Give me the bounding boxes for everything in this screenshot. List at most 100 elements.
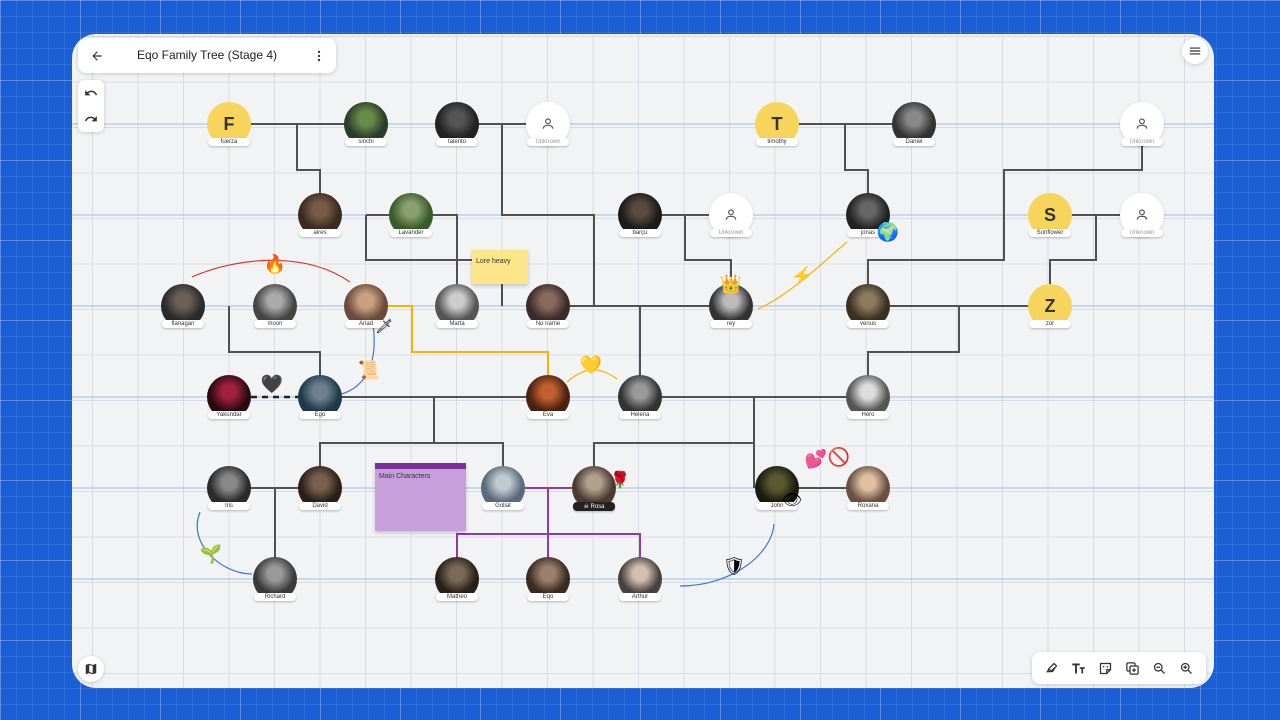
person-name-label: No name <box>527 320 569 328</box>
person-node-eva[interactable]: Eva <box>526 375 570 419</box>
person-name-label: Eva <box>527 411 569 419</box>
scroll-sticker[interactable]: 📜 <box>357 360 381 380</box>
person-name-text: Marta <box>449 321 465 327</box>
back-button[interactable] <box>84 43 110 69</box>
person-node-unk1[interactable]: Unknown <box>526 102 570 146</box>
person-node-unk2[interactable]: Unknown <box>1120 102 1164 146</box>
person-name-text: David <box>312 503 328 509</box>
person-name-text: sinchi <box>358 139 374 145</box>
person-node-rey[interactable]: rey <box>709 284 753 328</box>
person-name-text: Unknown <box>535 139 561 145</box>
person-node-ariadna[interactable]: Ariad <box>344 284 388 328</box>
person-node-richard[interactable]: Richard <box>253 557 297 601</box>
sticky-note-lore[interactable]: Lore heavy <box>472 250 528 284</box>
person-name-label: Unknown <box>710 229 752 237</box>
person-node-unk3[interactable]: Unknown <box>709 193 753 237</box>
person-name-text: flanagan <box>171 321 195 327</box>
draw-icon <box>1046 662 1058 673</box>
dagger-sticker[interactable]: 🗡 <box>375 318 393 334</box>
undo-button[interactable] <box>78 80 104 106</box>
person-node-iris[interactable]: Iris <box>207 466 251 510</box>
family-connector-line <box>777 123 914 215</box>
person-name-label: Iris <box>208 502 250 510</box>
person-name-text: talento <box>447 139 466 145</box>
person-node-matheo[interactable]: Matheo <box>435 557 479 601</box>
rose-sticker[interactable]: 🌹 <box>610 472 630 489</box>
person-node-helena[interactable]: Helena <box>618 375 662 419</box>
person-name-label: barçu <box>619 229 661 237</box>
person-node-rosa[interactable]: ☠ Rosa <box>572 466 616 511</box>
shield-sticker[interactable]: 🛡 <box>722 556 746 576</box>
person-name-text: Iris <box>225 503 233 509</box>
person-node-daniel[interactable]: Daniel <box>892 102 936 146</box>
person-name-label: Unknown <box>527 138 569 146</box>
add-card-button[interactable] <box>1121 656 1145 680</box>
redo-button[interactable] <box>78 106 104 132</box>
person-node-lavander[interactable]: Lavander <box>389 193 433 237</box>
person-node-goliat[interactable]: Goliat <box>481 466 525 510</box>
person-node-jonas[interactable]: jonas <box>846 193 890 237</box>
prohibited-sticker[interactable]: 🚫 <box>827 447 851 467</box>
person-node-david[interactable]: David <box>298 466 342 510</box>
fire-sticker[interactable]: 🔥 <box>263 254 287 274</box>
person-name-text: Unknown <box>1129 139 1155 145</box>
history-controls <box>78 80 104 132</box>
person-node-aires[interactable]: aires <box>298 193 342 237</box>
sprout-sticker[interactable]: 🌱 <box>199 544 223 564</box>
person-name-label: Unknown <box>1121 138 1163 146</box>
zoom-in-button[interactable] <box>1175 656 1199 680</box>
person-name-label: flanagan <box>162 320 204 328</box>
person-node-roxana[interactable]: Roxana <box>846 466 890 510</box>
crown-sticker[interactable]: 👑 <box>719 274 743 294</box>
map-button[interactable] <box>78 656 104 682</box>
person-name-text: Unknown <box>718 230 744 236</box>
person-name-label: Daniel <box>893 138 935 146</box>
title-bar: Eqo Family Tree (Stage 4) <box>78 38 336 73</box>
person-node-talento[interactable]: talento <box>435 102 479 146</box>
black-heart-sticker[interactable]: 🖤 <box>260 374 284 394</box>
main-menu-button[interactable] <box>1182 38 1208 64</box>
sticky-note-main-characters[interactable]: Main Characters <box>375 463 466 531</box>
zoom-out-button[interactable] <box>1148 656 1172 680</box>
person-node-arthur[interactable]: Arthur <box>618 557 662 601</box>
person-outline-icon <box>725 209 737 220</box>
yellow-heart-sticker[interactable]: 💛 <box>579 355 603 375</box>
person-name-label: Eqo <box>527 593 569 601</box>
eye-sticker[interactable]: 👁 <box>781 492 803 509</box>
two-hearts-sticker[interactable]: 💕 <box>804 449 828 469</box>
person-node-flanagan[interactable]: flanagan <box>161 284 205 328</box>
person-node-john[interactable]: John <box>755 466 799 510</box>
person-node-venus[interactable]: venus <box>846 284 890 328</box>
person-name-label: Unknown <box>1121 229 1163 237</box>
document-title[interactable]: Eqo Family Tree (Stage 4) <box>136 48 278 62</box>
family-connector-line <box>593 396 868 488</box>
redo-icon <box>84 116 97 122</box>
person-node-hero[interactable]: Hero <box>846 375 890 419</box>
person-name-label: aires <box>299 229 341 237</box>
person-node-barcu[interactable]: barçu <box>618 193 662 237</box>
person-node-sinchi[interactable]: sinchi <box>344 102 388 146</box>
person-name-label: Yakundar <box>208 411 250 419</box>
person-name-text: Unknown <box>1129 230 1155 236</box>
text-button[interactable] <box>1067 656 1091 680</box>
person-node-moon[interactable]: moon <box>253 284 297 328</box>
person-node-marta[interactable]: Marta <box>435 284 479 328</box>
person-name-text: Ego <box>314 412 326 418</box>
globe-sticker[interactable]: 🌍 <box>876 222 900 242</box>
person-node-yakundar[interactable]: Yakundar <box>207 375 251 419</box>
draw-button[interactable] <box>1040 656 1064 680</box>
lightning-sticker[interactable]: ⚡ <box>790 266 814 286</box>
sticky-note-text: Lore heavy <box>476 258 511 265</box>
person-node-eqo[interactable]: Eqo <box>526 557 570 601</box>
sticker-button[interactable] <box>1094 656 1118 680</box>
more-options-button[interactable] <box>308 43 330 69</box>
person-node-noname[interactable]: No name <box>526 284 570 328</box>
person-node-unk4[interactable]: Unknown <box>1120 193 1164 237</box>
person-node-ego[interactable]: Ego <box>298 375 342 419</box>
